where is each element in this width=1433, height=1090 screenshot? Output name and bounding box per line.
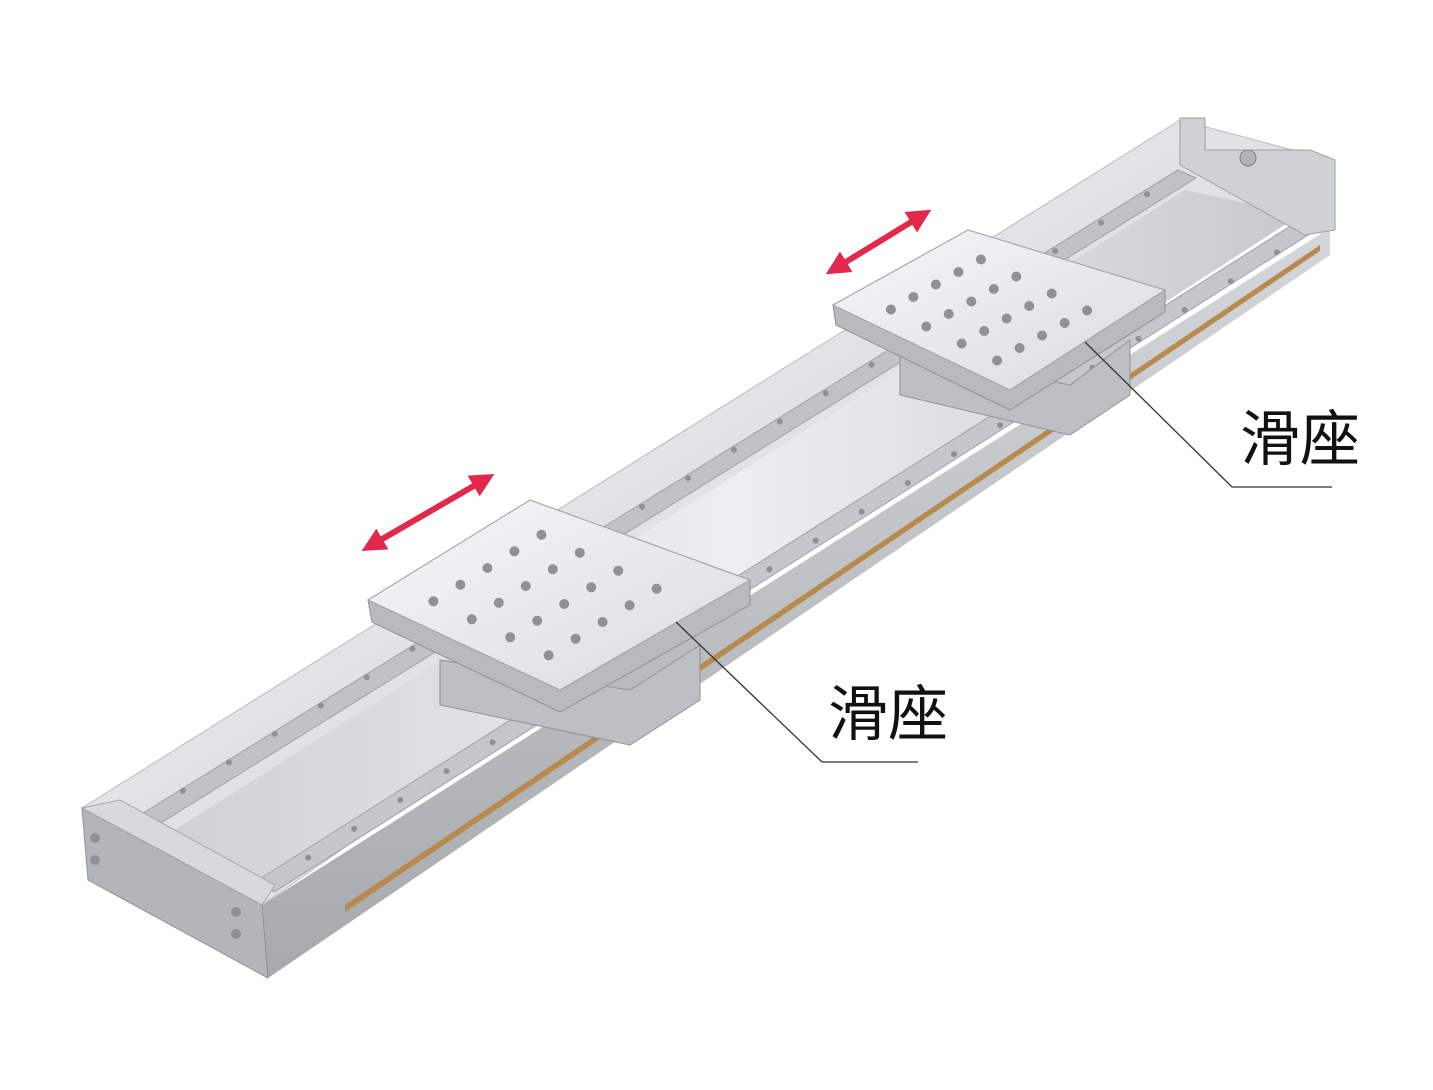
- mounting-hole: [363, 674, 370, 681]
- mounting-hole: [428, 596, 439, 607]
- mounting-hole: [624, 600, 635, 611]
- mounting-hole: [1059, 318, 1070, 328]
- mounting-hole: [443, 768, 450, 775]
- mounting-hole: [482, 563, 493, 573]
- mounting-hole: [271, 731, 278, 737]
- mounting-hole: [921, 321, 932, 332]
- mounting-hole: [597, 617, 608, 627]
- mounting-hole: [559, 599, 570, 609]
- mounting-hole: [1001, 313, 1012, 324]
- mounting-hole: [885, 304, 896, 315]
- screw-hole: [231, 929, 241, 939]
- base-rail: [80, 117, 1336, 979]
- mounting-hole: [1024, 301, 1035, 311]
- mounting-hole: [613, 565, 624, 576]
- mounting-hole: [1037, 330, 1048, 341]
- mounting-hole: [570, 633, 581, 644]
- callout-near: 滑座: [675, 621, 948, 763]
- mounting-hole: [730, 446, 737, 453]
- mounting-hole: [351, 825, 358, 832]
- mounting-hole: [904, 480, 911, 486]
- mounting-hole: [858, 508, 865, 515]
- mounting-hole: [953, 267, 964, 277]
- mounting-hole: [956, 338, 967, 349]
- mounting-hole: [505, 632, 516, 643]
- screw-hole: [90, 855, 100, 865]
- mounting-hole: [908, 292, 919, 302]
- mounting-hole: [992, 355, 1003, 366]
- mounting-hole: [547, 564, 558, 575]
- mounting-hole: [1227, 278, 1234, 285]
- far-end-knob: [1239, 149, 1257, 167]
- mounting-hole: [397, 797, 404, 803]
- motion-arrow-far-icon: [825, 209, 932, 275]
- mounting-hole: [225, 759, 232, 766]
- mounting-hole: [930, 279, 941, 290]
- mounting-hole: [975, 254, 986, 265]
- mounting-hole: [1011, 271, 1022, 282]
- mounting-hole: [997, 422, 1004, 429]
- mounting-hole: [180, 787, 186, 794]
- mounting-hole: [1014, 343, 1025, 353]
- mounting-hole: [966, 296, 977, 307]
- screw-hole: [90, 833, 100, 843]
- carriage-far-holes: [885, 254, 1093, 366]
- mounting-hole: [409, 645, 416, 652]
- mounting-hole: [651, 583, 662, 594]
- callout-far-label: 滑座: [1240, 405, 1360, 475]
- mounting-hole: [685, 475, 691, 482]
- mounting-hole: [1135, 335, 1142, 342]
- mounting-hole: [1144, 191, 1150, 198]
- mounting-hole: [574, 547, 585, 558]
- callout-far: 滑座: [1084, 341, 1360, 488]
- carriage-near-holes: [428, 529, 662, 661]
- mounting-hole: [586, 582, 597, 593]
- mounting-hole: [466, 614, 477, 625]
- mounting-hole: [455, 579, 466, 590]
- mounting-hole: [317, 702, 324, 709]
- callout-near-leader: [675, 621, 918, 763]
- end-block-far: [1179, 117, 1336, 236]
- mounting-hole: [305, 854, 312, 861]
- mounting-hole: [536, 529, 547, 540]
- mounting-hole: [766, 566, 773, 573]
- mounting-hole: [812, 537, 819, 544]
- mounting-hole: [509, 546, 520, 557]
- mounting-hole: [868, 361, 875, 368]
- callout-near-label: 滑座: [828, 680, 948, 750]
- mounting-hole: [639, 503, 645, 510]
- mounting-hole: [988, 284, 999, 294]
- mounting-hole: [1273, 249, 1280, 256]
- mounting-hole: [951, 451, 957, 458]
- mounting-hole: [979, 326, 990, 336]
- mounting-hole: [1082, 305, 1093, 316]
- end-block-near-top: [80, 799, 276, 906]
- callout-far-leader: [1084, 341, 1332, 488]
- motion-arrow-near-icon: [361, 473, 495, 552]
- mounting-hole: [1098, 219, 1105, 226]
- mounting-hole: [1181, 307, 1188, 313]
- mounting-hole: [943, 309, 954, 319]
- mounting-hole: [822, 390, 829, 397]
- mounting-hole: [520, 581, 531, 591]
- guide-rail-near: [257, 219, 1317, 893]
- mounting-hole: [1052, 248, 1059, 254]
- mounting-hole: [776, 418, 783, 425]
- mounting-hole: [489, 739, 496, 746]
- mounting-hole: [493, 597, 504, 608]
- mounting-hole: [532, 615, 543, 626]
- mounting-hole: [1046, 288, 1057, 299]
- mounting-hole: [543, 650, 554, 661]
- screw-hole: [231, 907, 241, 917]
